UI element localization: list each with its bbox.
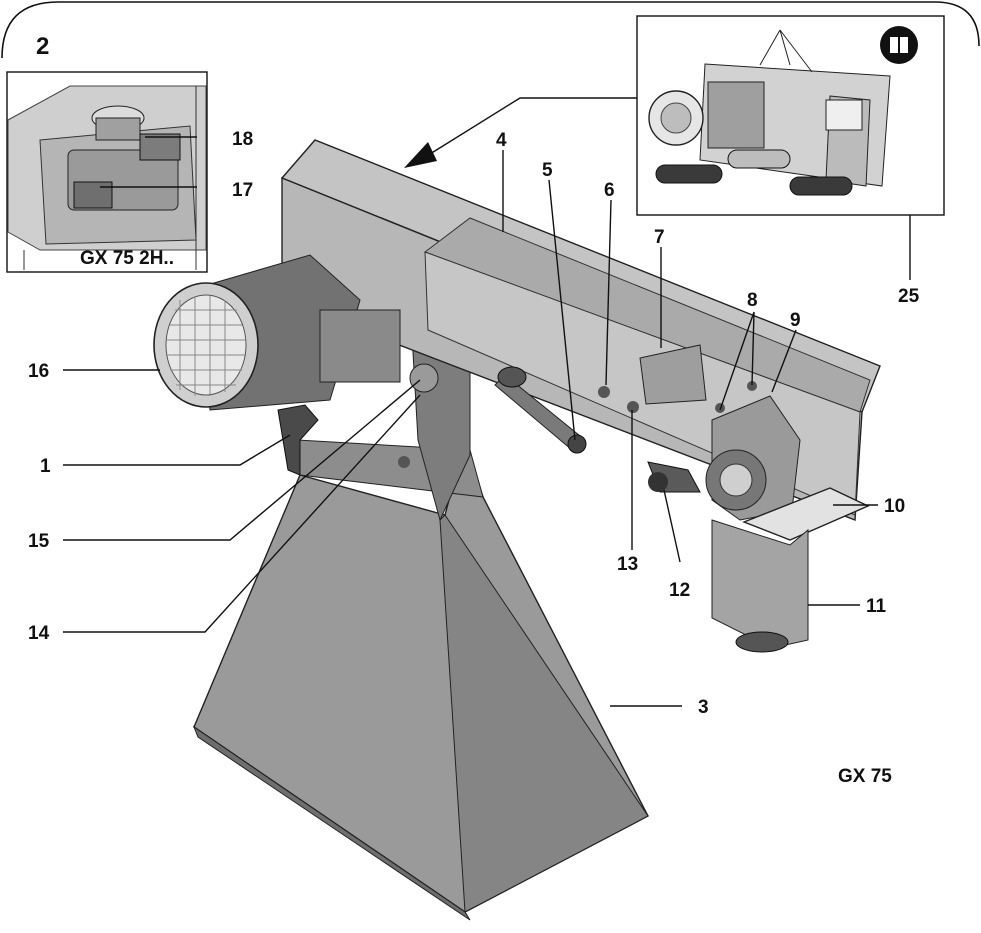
callout-15: 15: [28, 531, 50, 552]
switch-detail-inset: GX 75 2H..: [6, 71, 208, 273]
callout-12: 12: [669, 580, 690, 601]
callout-10: 10: [884, 496, 905, 517]
leader-lines: [63, 136, 911, 707]
arrowhead-icon: [404, 142, 437, 168]
callout-18: 18: [232, 129, 253, 150]
model-label: GX 75: [838, 766, 892, 787]
inset-switch-label: GX 75 2H..: [80, 248, 174, 269]
belt-grinder-machine: [153, 139, 881, 921]
callout-1: 1: [40, 456, 51, 477]
callout-5: 5: [542, 160, 553, 181]
callout-9: 9: [790, 310, 801, 331]
tension-detail-inset: [636, 15, 945, 216]
callout-6: 6: [604, 180, 615, 201]
callout-3: 3: [698, 697, 709, 718]
callout-8: 8: [747, 290, 758, 311]
callout-14: 14: [28, 623, 50, 644]
inset-pointer-arrow: [429, 97, 637, 155]
callout-4: 4: [496, 130, 507, 151]
callout-11: 11: [866, 596, 887, 617]
figure-number: 2: [36, 33, 49, 60]
figure-frame: [1, 1, 980, 59]
callout-17: 17: [232, 180, 253, 201]
callout-13: 13: [617, 554, 638, 575]
callout-25: 25: [898, 286, 920, 307]
callout-7: 7: [654, 227, 665, 248]
callout-16: 16: [28, 361, 49, 382]
